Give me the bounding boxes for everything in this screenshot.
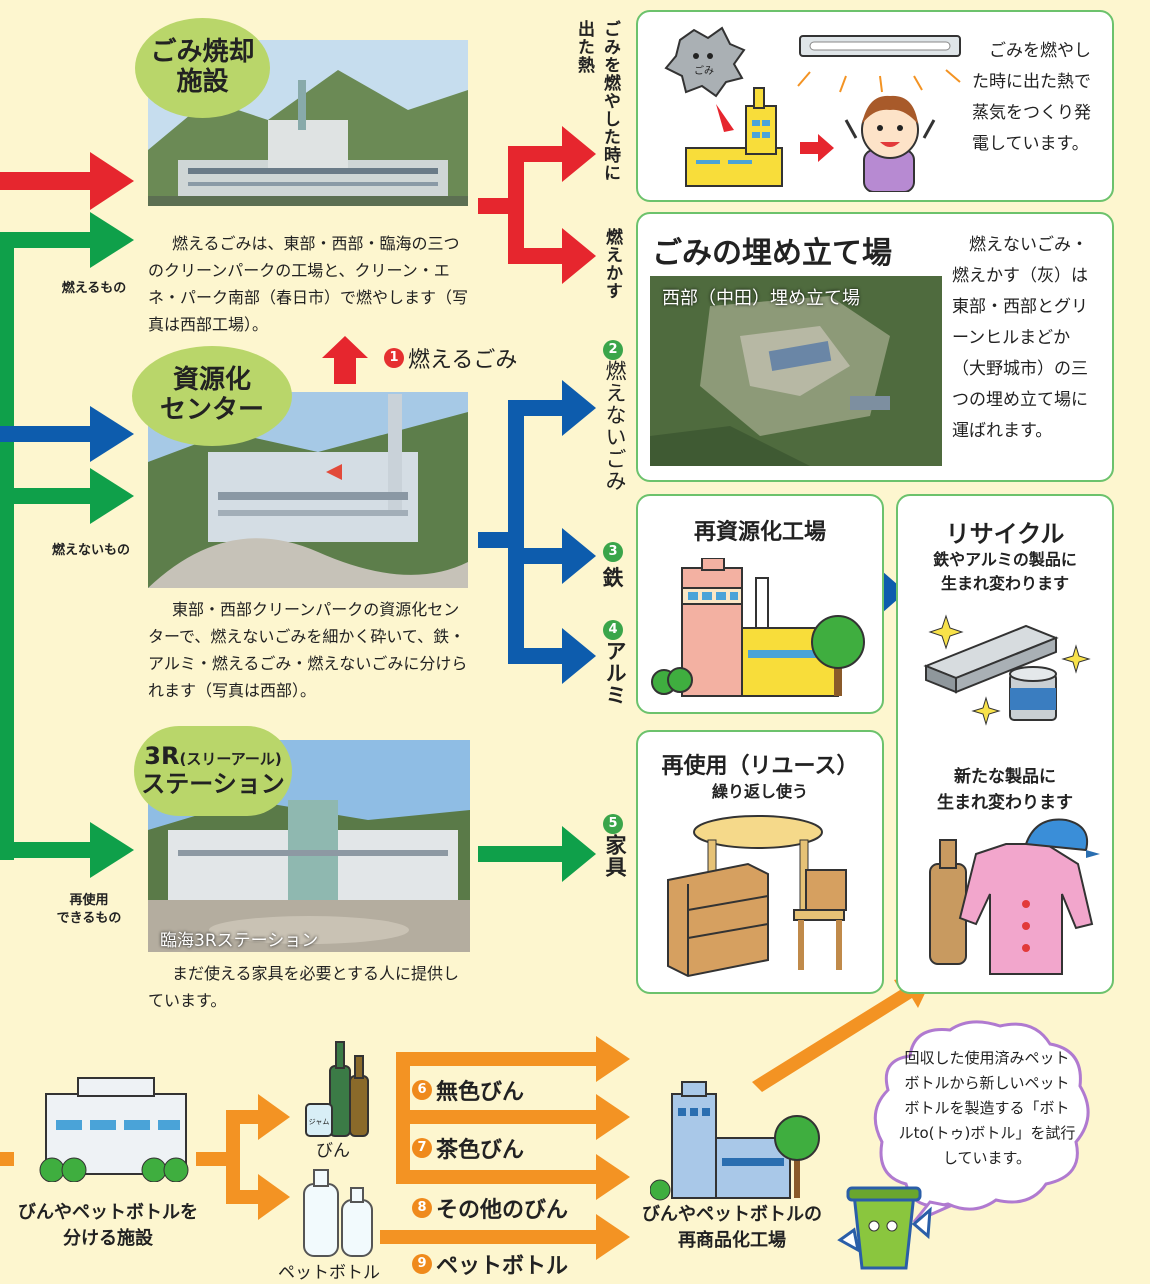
cloud-text: 回収した使用済みペットボトルから新しいペットボトルを製造する「ボトルto(トゥ)… bbox=[898, 1049, 1076, 1167]
heat-label-top: 出た熱 bbox=[574, 20, 594, 74]
recycling-center-title: 資源化 センター bbox=[132, 346, 292, 446]
steel-beam-icon bbox=[923, 624, 1059, 694]
red-arrow-incinerator bbox=[0, 152, 134, 210]
mascot-icon bbox=[837, 1186, 932, 1270]
heat-label-main: ごみを燃やした時に bbox=[600, 20, 620, 182]
factory-illustration bbox=[651, 558, 865, 697]
landfill-text: 燃えないごみ・燃えかす（灰）は東部・西部とグリーンヒルまどか（大野城市）の三つの… bbox=[952, 235, 1088, 441]
furniture-illustration bbox=[667, 815, 847, 978]
incinerator-caption: 燃えるごみは、東部・西部・臨海の三つのクリーンパークの工場と、クリーン・エネ・パ… bbox=[148, 234, 469, 334]
pet-bottles-icon bbox=[303, 1169, 373, 1257]
ash-label: 燃えかす bbox=[602, 228, 622, 300]
fluorescent-light-icon bbox=[797, 35, 961, 93]
glass-bottles-icon: ジャム bbox=[305, 1041, 369, 1137]
recycle-sub1: 鉄やアルミの製品に bbox=[933, 550, 1077, 569]
can-icon bbox=[1009, 666, 1057, 721]
red-up-arrow bbox=[322, 336, 368, 384]
incinerator-title: ごみ焼却 施設 bbox=[135, 18, 270, 118]
green-arrow-furniture bbox=[478, 826, 596, 882]
shirt-icon bbox=[958, 843, 1094, 975]
blue-arrow-center bbox=[0, 406, 134, 462]
svg-text:ごみ: ごみ bbox=[694, 64, 714, 77]
bottle-icon bbox=[929, 839, 967, 965]
tree-icon bbox=[651, 615, 865, 696]
power-illustration: ごみ bbox=[664, 26, 961, 192]
nonburn-label: 2 燃えないごみ bbox=[603, 340, 627, 492]
sorting-facility-label: びんやペットボトルを 分ける施設 bbox=[18, 1202, 198, 1249]
power-text: ごみを燃やした時に出た熱で蒸気をつくり発電しています。 bbox=[972, 41, 1091, 154]
reuse-sub: 繰り返し使う bbox=[711, 782, 808, 801]
recycle-box: リサイクル 鉄やアルミの製品に 生まれ変わります 新たな製品に 生まれ変わります bbox=[896, 494, 1114, 994]
label-non-burnable: 燃えないもの bbox=[51, 543, 130, 558]
furniture-label: 5 家具 bbox=[603, 814, 627, 878]
landfill-title: ごみの埋め立て場 bbox=[652, 236, 892, 271]
pet-label: ペットボトル bbox=[278, 1263, 380, 1283]
iron-label: 3 鉄 bbox=[602, 542, 624, 590]
reprocessing-factory-label: びんやペットボトルの 再商品化工場 bbox=[642, 1204, 822, 1251]
landfill-photo bbox=[650, 276, 942, 466]
green-trunk bbox=[0, 212, 134, 878]
station-caption: まだ使える家具を必要とする人に提供しています。 bbox=[148, 964, 460, 1010]
recycle-sub2: 生まれ変わります bbox=[940, 574, 1069, 593]
station-photo-label: 臨海3Rステーション bbox=[160, 931, 319, 951]
incinerator-photo bbox=[148, 40, 468, 206]
sparkle-icon bbox=[928, 614, 1091, 726]
svg-text:ジャム: ジャム bbox=[309, 1118, 330, 1126]
reprocessing-factory-icon bbox=[650, 1081, 820, 1201]
steel-can-illustration bbox=[923, 614, 1091, 726]
reuse-box: 再使用（リユース） 繰り返し使う bbox=[636, 730, 884, 994]
recycle-sub3: 新たな製品に bbox=[954, 767, 1056, 787]
blue-branch bbox=[478, 380, 596, 684]
red-branch bbox=[478, 126, 596, 284]
reuse-title: 再使用（リユース） bbox=[661, 754, 859, 779]
landfill-box: ごみの埋め立て場 西部（中田）埋め立て場 燃えないごみ・燃えかす（灰）は東部・西… bbox=[636, 212, 1114, 482]
label-burnable: 燃えるもの bbox=[61, 281, 127, 296]
happy-girl-icon bbox=[844, 95, 936, 192]
sorting-facility-icon bbox=[39, 1077, 189, 1182]
new-products-illustration bbox=[929, 818, 1100, 975]
bin-label: びん bbox=[316, 1141, 350, 1161]
garbage-character-icon bbox=[664, 26, 746, 98]
chair-icon bbox=[793, 869, 847, 970]
station-photo bbox=[148, 740, 470, 952]
factory-box: 再資源化工場 bbox=[636, 494, 884, 714]
station-title: 3R(スリーアール) ステーション bbox=[134, 726, 292, 816]
chest-icon bbox=[667, 862, 769, 978]
power-plant-icon bbox=[685, 87, 783, 187]
label-reusable: 再使用 できるもの bbox=[56, 893, 122, 926]
alum-label: 4 アルミ bbox=[603, 620, 627, 706]
power-box: ごみ ごみを燃やした時に出た熱で蒸気をつくり bbox=[636, 10, 1114, 202]
orange-flows bbox=[0, 970, 936, 1260]
landfill-photo-label: 西部（中田）埋め立て場 bbox=[662, 288, 860, 309]
speech-cloud bbox=[873, 1020, 1090, 1222]
recycle-sub4: 生まれ変わります bbox=[937, 793, 1073, 813]
recycling-center-caption: 東部・西部クリーンパークの資源化センターで、燃えないごみを細かく砕いて、鉄・アル… bbox=[148, 600, 468, 700]
recycle-title: リサイクル bbox=[945, 520, 1065, 548]
factory-building-icon bbox=[681, 558, 839, 697]
burnable-label: 1 燃えるごみ bbox=[384, 342, 517, 374]
cap-icon bbox=[1024, 818, 1100, 858]
factory-title: 再資源化工場 bbox=[693, 520, 826, 545]
